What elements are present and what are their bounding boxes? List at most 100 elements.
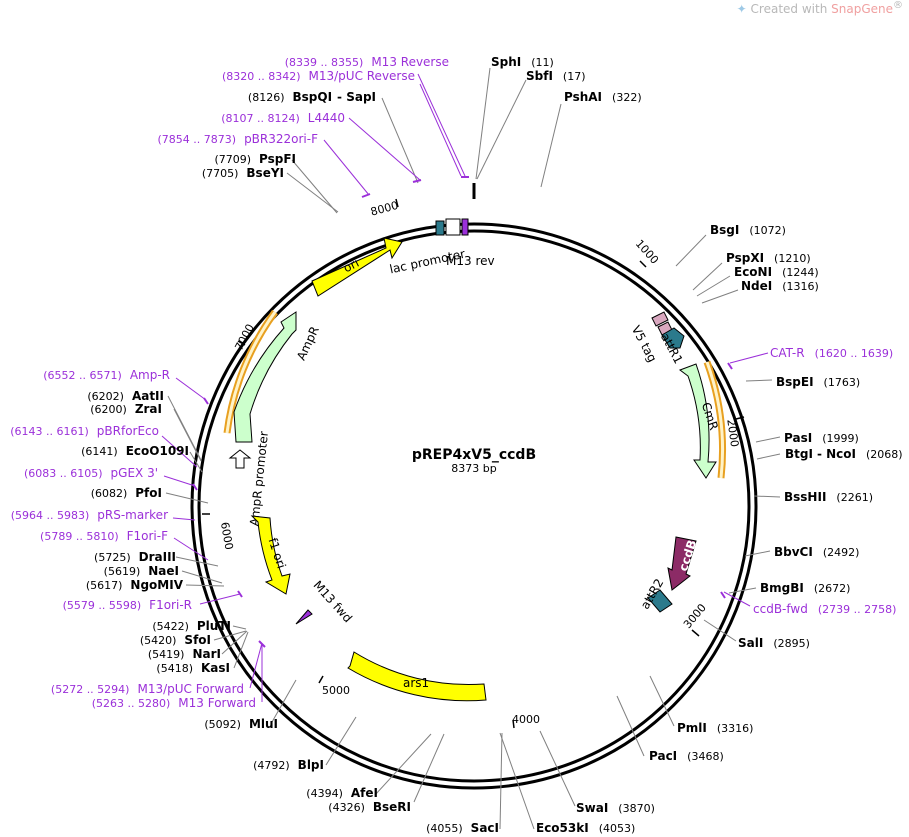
- enzyme-sbfi: SbfI: [526, 69, 553, 83]
- feature-label-v5-tag: V5 tag: [629, 323, 660, 364]
- svg-text:(4394)AfeI: (4394)AfeI: [306, 786, 378, 800]
- enzyme-zrai: ZraI: [135, 402, 162, 416]
- svg-text:(7854 .. 7873)pBR322ori-F: (7854 .. 7873)pBR322ori-F: [158, 132, 319, 146]
- svg-text:NdeI(1316): NdeI(1316): [741, 279, 819, 293]
- svg-text:(5789 .. 5810)F1ori-F: (5789 .. 5810)F1ori-F: [40, 529, 168, 543]
- enzyme-naei: NaeI: [148, 564, 179, 578]
- svg-text:(5579 .. 5598)F1ori-R: (5579 .. 5598)F1ori-R: [63, 598, 192, 612]
- svg-text:(5725)DraIII: (5725)DraIII: [94, 550, 176, 564]
- svg-text:BspEI(1763): BspEI(1763): [776, 375, 860, 389]
- enzyme-nari: NarI: [192, 647, 221, 661]
- feature-ars1[interactable]: [347, 651, 487, 702]
- enzyme-eco53ki: Eco53kI: [536, 821, 589, 835]
- primer-leader-lines: [161, 73, 769, 702]
- enzyme-ncoi: NcoI: [826, 447, 856, 461]
- snapgene-logo-icon: ✦: [736, 2, 747, 16]
- primer-labels: (8339 .. 8355)M13 Reverse (8320 .. 8342)…: [10, 55, 896, 710]
- enzyme-pshai: PshAI: [564, 90, 602, 104]
- feature-ampr-promoter[interactable]: [228, 449, 252, 469]
- primer-pbrforeco: pBRforEco: [97, 424, 159, 438]
- svg-text:(6552 .. 6571)Amp-R: (6552 .. 6571)Amp-R: [43, 368, 170, 382]
- tick-label-5000: 5000: [322, 684, 350, 697]
- svg-text:SphI(11): SphI(11): [491, 55, 554, 69]
- svg-text:PmlI(3316): PmlI(3316): [677, 721, 753, 735]
- feature-attr2[interactable]: [647, 589, 673, 613]
- feature-f1-ori[interactable]: [250, 515, 291, 595]
- primer-m13-reverse: M13 Reverse: [371, 55, 449, 69]
- enzyme-labels-left: (4055)SacI (4326)BseRI (4394)AfeI (4792)…: [81, 90, 499, 835]
- svg-text:Eco53kI(4053): Eco53kI(4053): [536, 821, 635, 835]
- feature-attr1[interactable]: [661, 327, 685, 349]
- svg-text:(8126)BspQI- SapI: (8126)BspQI- SapI: [248, 90, 376, 104]
- feature-label-ori: ori: [341, 256, 361, 276]
- enzyme-bsgi: BsgI: [710, 223, 739, 237]
- svg-text:(6200)ZraI: (6200)ZraI: [90, 402, 162, 416]
- feature-lac-promoter[interactable]: [435, 218, 469, 236]
- enzyme-pasi: PasI: [784, 431, 812, 445]
- svg-text:BmgBI(2672): BmgBI(2672): [760, 581, 850, 595]
- feature-m13-fwd[interactable]: [295, 609, 313, 625]
- svg-text:(4792)BlpI: (4792)BlpI: [253, 758, 324, 772]
- primer-l4440: L4440: [308, 111, 345, 125]
- enzyme-bseyi: BseYI: [246, 166, 284, 180]
- enzyme-ndei: NdeI: [741, 279, 772, 293]
- svg-text:(5422)PluTI: (5422)PluTI: [152, 619, 231, 633]
- enzyme-ngomiv: NgoMIV: [130, 578, 183, 592]
- enzyme-pfoi: PfoI: [135, 486, 162, 500]
- enzyme-sphi: SphI: [491, 55, 521, 69]
- feature-ccdb[interactable]: [667, 536, 697, 591]
- primer-markers: [192, 176, 733, 648]
- primer-amp-r: Amp-R: [130, 368, 170, 382]
- enzyme-pluti: PluTI: [197, 619, 231, 633]
- primer-f1ori-r: F1ori-R: [149, 598, 192, 612]
- feature-label-m13-rev: M13 rev: [446, 254, 495, 268]
- feature-label-m13-fwd: M13 fwd: [310, 578, 354, 625]
- enzyme-draiii: DraIII: [139, 550, 176, 564]
- enzyme-sali: SalI: [738, 636, 763, 650]
- svg-text:(6143 .. 6161)pBRforEco: (6143 .. 6161)pBRforEco: [10, 424, 159, 438]
- svg-text:(7709)PspFI: (7709)PspFI: [214, 152, 296, 166]
- svg-text:(6141)EcoO109I: (6141)EcoO109I: [81, 444, 189, 458]
- tick-label-8000: 8000: [369, 199, 399, 219]
- primer-pbr322ori-f: pBR322ori-F: [244, 132, 318, 146]
- enzyme-bsshii: BssHII: [784, 490, 826, 504]
- enzyme-ecoo109i: EcoO109I: [126, 444, 189, 458]
- svg-text:(6083 .. 6105)pGEX 3': (6083 .. 6105)pGEX 3': [24, 466, 158, 480]
- svg-text:(5420)SfoI: (5420)SfoI: [140, 633, 211, 647]
- enzyme-pspfi: PspFI: [259, 152, 296, 166]
- plasmid-size: 8373 bp: [451, 462, 496, 475]
- feature-ampr[interactable]: [233, 311, 297, 443]
- svg-text:ccdB-fwd(2739 .. 2758): ccdB-fwd(2739 .. 2758): [753, 602, 896, 616]
- primer-m13-forward: M13 Forward: [178, 696, 256, 710]
- tick-label-2000: 2000: [724, 418, 741, 448]
- plasmid-name: pREP4xV5_ccdB: [412, 447, 536, 463]
- enzyme-pspxi: PspXI: [726, 251, 764, 265]
- primer-ccdb-fwd: ccdB-fwd: [753, 602, 808, 616]
- enzyme-btgi: BtgI: [785, 447, 813, 461]
- svg-text:(5092)MluI: (5092)MluI: [204, 717, 278, 731]
- svg-text:PshAI(322): PshAI(322): [564, 90, 642, 104]
- enzyme-kasi: KasI: [201, 661, 230, 675]
- primer-f1ori-f: F1ori-F: [127, 529, 168, 543]
- primer-m13-puc-reverse: M13/pUC Reverse: [309, 69, 416, 83]
- svg-text:BbvCI(2492): BbvCI(2492): [774, 545, 859, 559]
- primer-pgex-3: pGEX 3': [111, 466, 158, 480]
- svg-text:(5964 .. 5983)pRS-marker: (5964 .. 5983)pRS-marker: [11, 508, 168, 522]
- feature-cmr[interactable]: [678, 363, 717, 479]
- svg-text:(4326)BseRI: (4326)BseRI: [328, 800, 411, 814]
- svg-text:BsgI(1072): BsgI(1072): [710, 223, 786, 237]
- svg-text:(5263 .. 5280)M13 Forward: (5263 .. 5280)M13 Forward: [92, 696, 256, 710]
- svg-text:(8320 .. 8342)M13/pUC Reverse: (8320 .. 8342)M13/pUC Reverse: [222, 69, 415, 83]
- svg-text:(8107 .. 8124)L4440: (8107 .. 8124)L4440: [221, 111, 345, 125]
- backbone-outer-strand: [190, 222, 758, 790]
- enzyme-paci: PacI: [649, 749, 677, 763]
- feature-label-ampr: AmpR: [294, 324, 322, 362]
- svg-text:(5619)NaeI: (5619)NaeI: [104, 564, 179, 578]
- enzyme-bspei: BspEI: [776, 375, 814, 389]
- svg-text:BssHII(2261): BssHII(2261): [784, 490, 873, 504]
- feature-ori[interactable]: [311, 237, 403, 297]
- feature-label-ampr-promoter: AmpR promoter: [247, 430, 271, 526]
- svg-text:BtgI- NcoI(2068): BtgI- NcoI(2068): [785, 447, 903, 461]
- tick-marks: [202, 198, 745, 729]
